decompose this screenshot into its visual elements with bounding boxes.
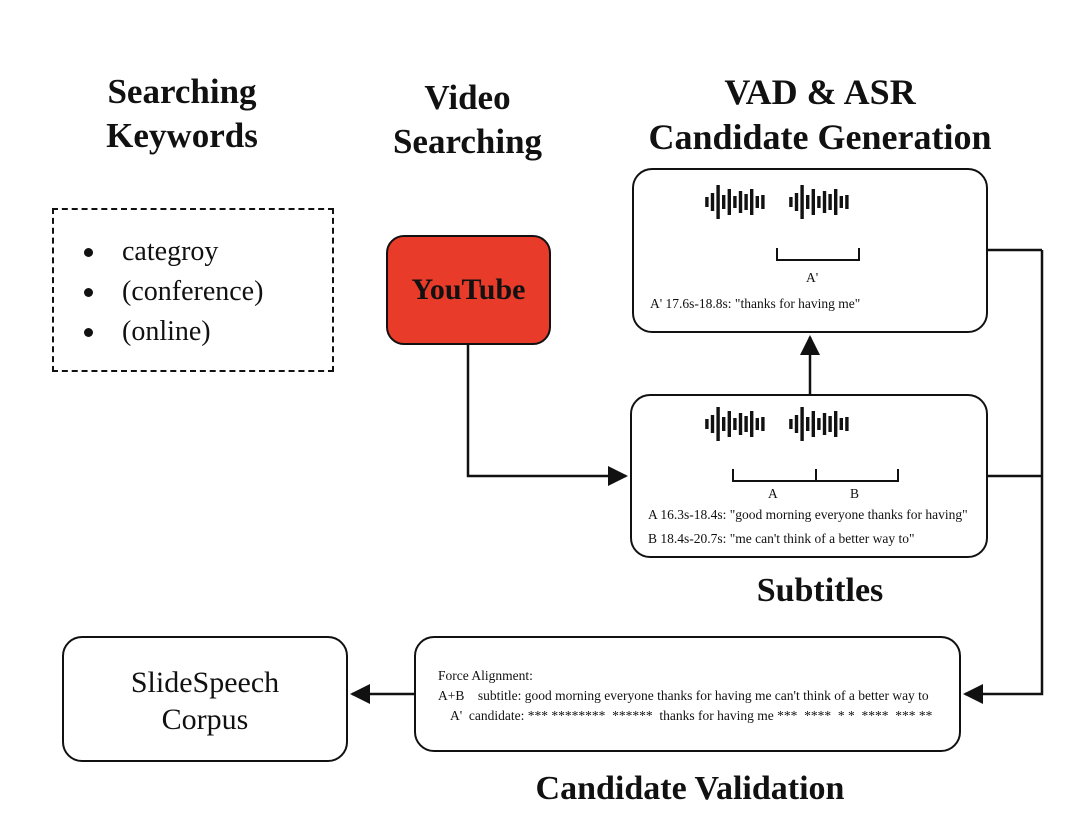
waveform-bar <box>732 195 737 208</box>
youtube-box: YouTube <box>386 235 551 345</box>
waveform-bar <box>704 418 709 429</box>
vad-asr-heading: VAD & ASR Candidate Generation <box>620 70 1020 160</box>
keyword-item: categroy <box>76 232 263 272</box>
waveform-bar <box>822 412 826 435</box>
waveform-bar <box>704 196 709 207</box>
waveform-bar <box>799 184 804 219</box>
heading-line: Video <box>424 78 511 117</box>
alignment-candidate-row: A' candidate: *** ******** ****** thanks… <box>450 708 933 723</box>
waveform-bar <box>715 406 720 441</box>
corpus-label-line: SlideSpeech <box>130 666 280 699</box>
segment-label-a: A <box>768 486 778 501</box>
waveform-bar <box>794 414 798 433</box>
waveform-bar <box>839 195 843 208</box>
subtitle-line-a: A 16.3s-18.4s: "good morning everyone th… <box>648 507 968 522</box>
waveform-bar <box>827 415 832 432</box>
segment-label-b: B <box>850 486 860 501</box>
waveform-bar <box>833 410 837 437</box>
subtitle-line-b: B 18.4s-20.7s: "me can't think of a bett… <box>648 531 915 546</box>
waveform-bar <box>788 196 793 207</box>
keyword-item: (conference) <box>76 272 263 312</box>
waveform-bar <box>816 417 821 430</box>
waveform-bar <box>822 190 826 213</box>
waveform-bar <box>743 415 748 432</box>
waveform-bar <box>839 417 843 430</box>
keywords-list: categroy (conference) (online) <box>76 232 263 352</box>
slidespeech-corpus-box: SlideSpeech Corpus <box>62 636 348 762</box>
arrow-youtube-to-subtitles <box>466 345 628 486</box>
heading-line: Keywords <box>106 115 258 155</box>
keyword-item: (online) <box>76 312 263 352</box>
waveform-bar <box>816 195 821 208</box>
waveform-bar <box>844 194 849 209</box>
heading-line: VAD & ASR <box>724 72 916 112</box>
waveform-bar <box>738 190 742 213</box>
subtitles-waveform-icon <box>704 406 899 482</box>
waveform-bar <box>755 195 759 208</box>
alignment-subtitle-row: A+B subtitle: good morning everyone than… <box>438 688 929 703</box>
waveform-bar <box>749 410 753 437</box>
waveform-bar <box>844 416 849 431</box>
waveform-bar <box>721 194 725 209</box>
corpus-label-line: Corpus <box>161 703 249 736</box>
youtube-label: YouTube <box>411 273 526 306</box>
waveform-bar <box>727 410 731 437</box>
waveform-bar <box>760 194 765 209</box>
waveform-bar <box>833 188 837 215</box>
searching-keywords-heading: Searching Keywords <box>62 70 302 158</box>
waveform-bar <box>749 188 753 215</box>
waveform-bar <box>755 417 759 430</box>
waveform-bar <box>738 412 742 435</box>
force-alignment-title: Force Alignment: <box>438 668 533 683</box>
corpus-label: SlideSpeech Corpus <box>64 664 346 738</box>
video-searching-heading: Video Searching <box>360 76 575 164</box>
waveform-bar <box>794 192 798 211</box>
waveform-bar <box>811 188 815 215</box>
waveform-bar <box>721 416 725 431</box>
waveform-bar <box>743 193 748 210</box>
vad-asr-box: A' A' 17.6s-18.8s: "thanks for having me… <box>632 168 988 333</box>
waveform-bar <box>805 416 809 431</box>
vad-waveform-icon <box>704 184 860 261</box>
heading-line: Searching <box>107 72 257 111</box>
waveform-bar <box>732 417 737 430</box>
waveform-bar <box>727 188 731 215</box>
waveform-bar <box>805 194 809 209</box>
subtitles-heading: Subtitles <box>756 572 884 609</box>
heading-line: Searching <box>392 121 543 161</box>
waveform-bar <box>760 416 765 431</box>
force-alignment-box: Force Alignment: A+B subtitle: good morn… <box>414 636 961 752</box>
arrow-bus-to-alignment <box>963 250 1044 704</box>
candidate-validation-heading: Candidate Validation <box>535 770 845 807</box>
waveform-bar <box>788 418 793 429</box>
waveform-bar <box>710 192 714 211</box>
heading-line: Candidate Generation <box>648 117 992 157</box>
waveform-bar <box>827 193 832 210</box>
waveform-bar <box>715 184 720 219</box>
segment-label-a-prime: A' <box>806 270 819 285</box>
waveform-bar <box>710 414 714 433</box>
vad-transcript-line: A' 17.6s-18.8s: "thanks for having me" <box>650 296 861 311</box>
waveform-bar <box>811 410 815 437</box>
subtitles-box: A B A 16.3s-18.4s: "good morning everyon… <box>630 394 988 558</box>
waveform-bar <box>799 406 804 441</box>
keywords-box: categroy (conference) (online) <box>52 208 334 372</box>
